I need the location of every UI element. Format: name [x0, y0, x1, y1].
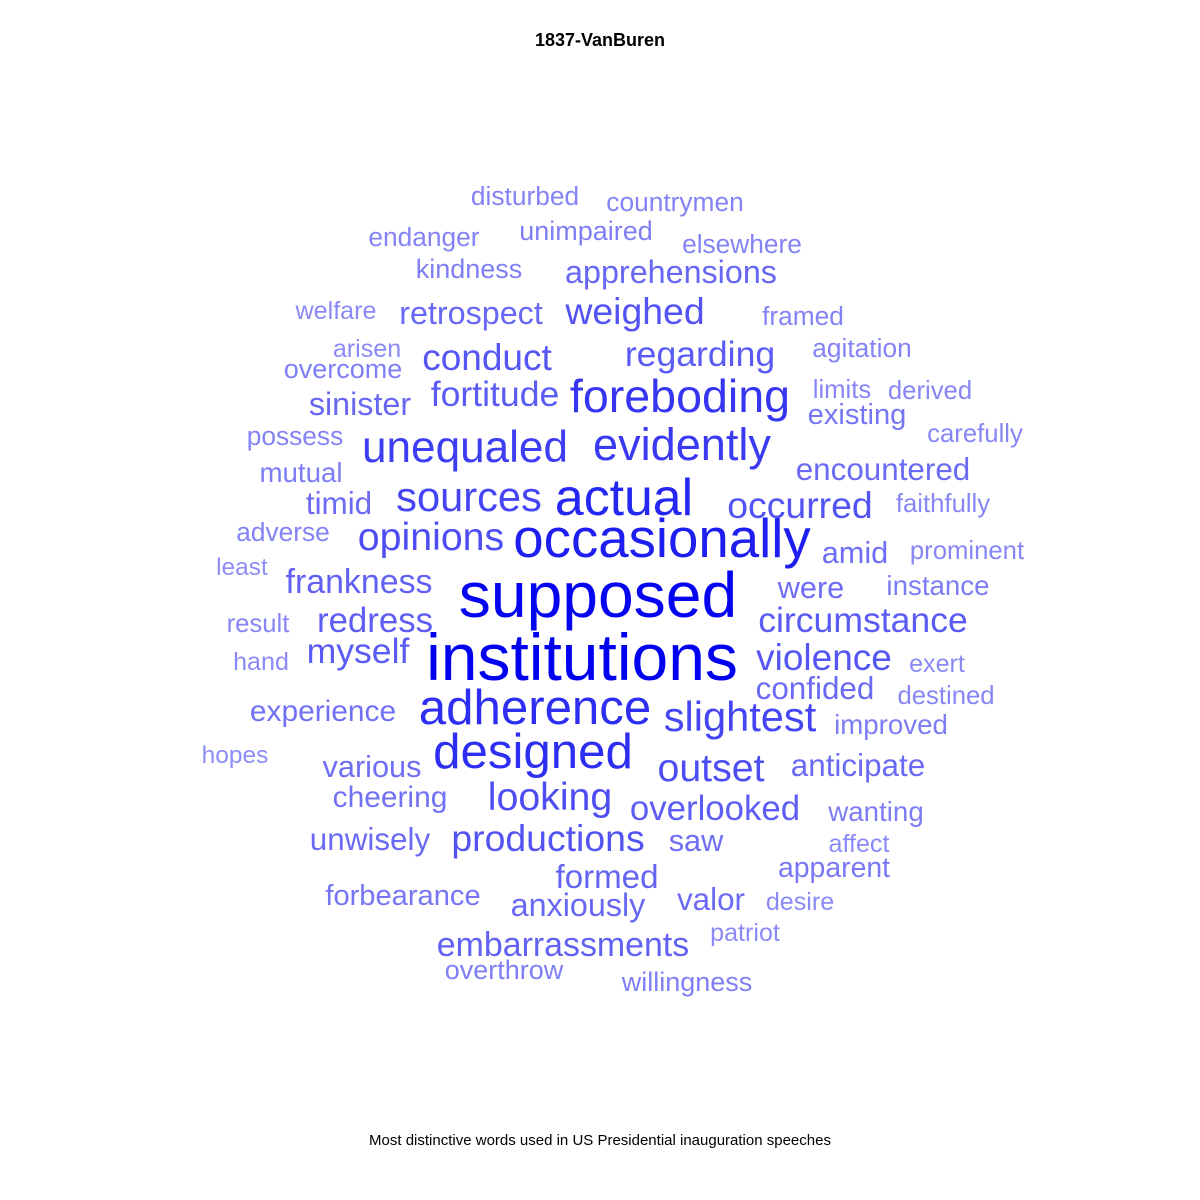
word-derived: derived [888, 377, 972, 405]
word-various: various [323, 749, 422, 784]
word-endanger: endanger [368, 222, 479, 252]
word-overcome: overcome [284, 354, 403, 384]
word-frankness: frankness [286, 563, 433, 601]
word-weighed: weighed [564, 290, 704, 332]
word-conduct: conduct [422, 337, 552, 378]
word-institutions: institutions [426, 620, 738, 694]
word-exert: exert [909, 650, 965, 678]
word-countrymen: countrymen [606, 187, 743, 217]
word-sinister: sinister [309, 386, 412, 422]
word-formed: formed [556, 859, 659, 896]
word-slightest: slightest [664, 693, 817, 740]
word-outset: outset [657, 746, 764, 790]
word-destined: destined [897, 682, 994, 710]
word-hopes: hopes [202, 742, 269, 769]
word-mutual: mutual [259, 457, 342, 488]
word-patriot: patriot [710, 919, 780, 947]
word-apprehensions: apprehensions [565, 254, 777, 290]
word-encountered: encountered [796, 452, 971, 487]
chart-caption: Most distinctive words used in US Presid… [369, 1132, 831, 1149]
word-adherence: adherence [419, 680, 651, 735]
word-willingness: willingness [621, 967, 753, 997]
word-affect: affect [829, 830, 890, 858]
chart-title: 1837-VanBuren [534, 30, 666, 50]
word-valor: valor [677, 882, 745, 917]
word-unimpaired: unimpaired [519, 216, 653, 246]
word-embarrassments: embarrassments [437, 926, 689, 964]
word-actual: actual [555, 468, 693, 526]
word-productions: productions [451, 817, 644, 859]
word-redress: redress [317, 601, 433, 640]
word-possess: possess [247, 421, 343, 451]
word-apparent: apparent [778, 852, 890, 884]
word-prominent: prominent [910, 537, 1024, 565]
word-anticipate: anticipate [791, 748, 925, 783]
word-overthrow: overthrow [445, 955, 564, 985]
word-disturbed: disturbed [471, 181, 579, 211]
word-occurred: occurred [727, 484, 872, 526]
word-least: least [216, 554, 268, 581]
word-faithfully: faithfully [896, 490, 990, 518]
word-were: were [777, 570, 845, 605]
word-improved: improved [834, 709, 948, 740]
word-looking: looking [488, 775, 613, 819]
word-foreboding: foreboding [570, 370, 790, 422]
word-myself: myself [307, 631, 410, 671]
word-kindness: kindness [416, 254, 523, 284]
word-amid: amid [822, 535, 889, 570]
word-forbearance: forbearance [325, 880, 480, 912]
word-welfare: welfare [295, 297, 377, 325]
word-adverse: adverse [236, 517, 330, 547]
word-unequaled: unequaled [362, 423, 568, 472]
word-supposed: supposed [459, 559, 737, 631]
word-occasionally: occasionally [513, 508, 811, 569]
word-hand: hand [233, 648, 289, 676]
word-result: result [227, 610, 290, 638]
word-unwisely: unwisely [310, 822, 431, 857]
word-limits: limits [813, 376, 872, 404]
word-overlooked: overlooked [630, 789, 800, 828]
word-arisen: arisen [333, 335, 401, 363]
word-framed: framed [762, 301, 844, 331]
word-desire: desire [766, 888, 834, 916]
word-retrospect: retrospect [399, 295, 543, 331]
word-experience: experience [250, 695, 396, 728]
word-designed: designed [433, 724, 633, 779]
word-saw: saw [669, 823, 724, 858]
word-timid: timid [306, 486, 372, 521]
word-instance: instance [886, 570, 989, 601]
word-cheering: cheering [333, 781, 448, 814]
word-anxiously: anxiously [511, 887, 646, 923]
word-evidently: evidently [593, 419, 771, 470]
word-existing: existing [808, 399, 907, 431]
word-agitation: agitation [812, 333, 911, 363]
word-confided: confided [756, 671, 875, 706]
word-wanting: wanting [827, 796, 923, 827]
word-carefully: carefully [927, 420, 1023, 448]
word-fortitude: fortitude [431, 374, 560, 414]
word-opinions: opinions [358, 515, 504, 559]
word-regarding: regarding [625, 334, 775, 374]
word-violence: violence [756, 637, 892, 678]
word-elsewhere: elsewhere [682, 229, 802, 259]
word-circumstance: circumstance [758, 600, 968, 640]
word-sources: sources [396, 473, 542, 520]
